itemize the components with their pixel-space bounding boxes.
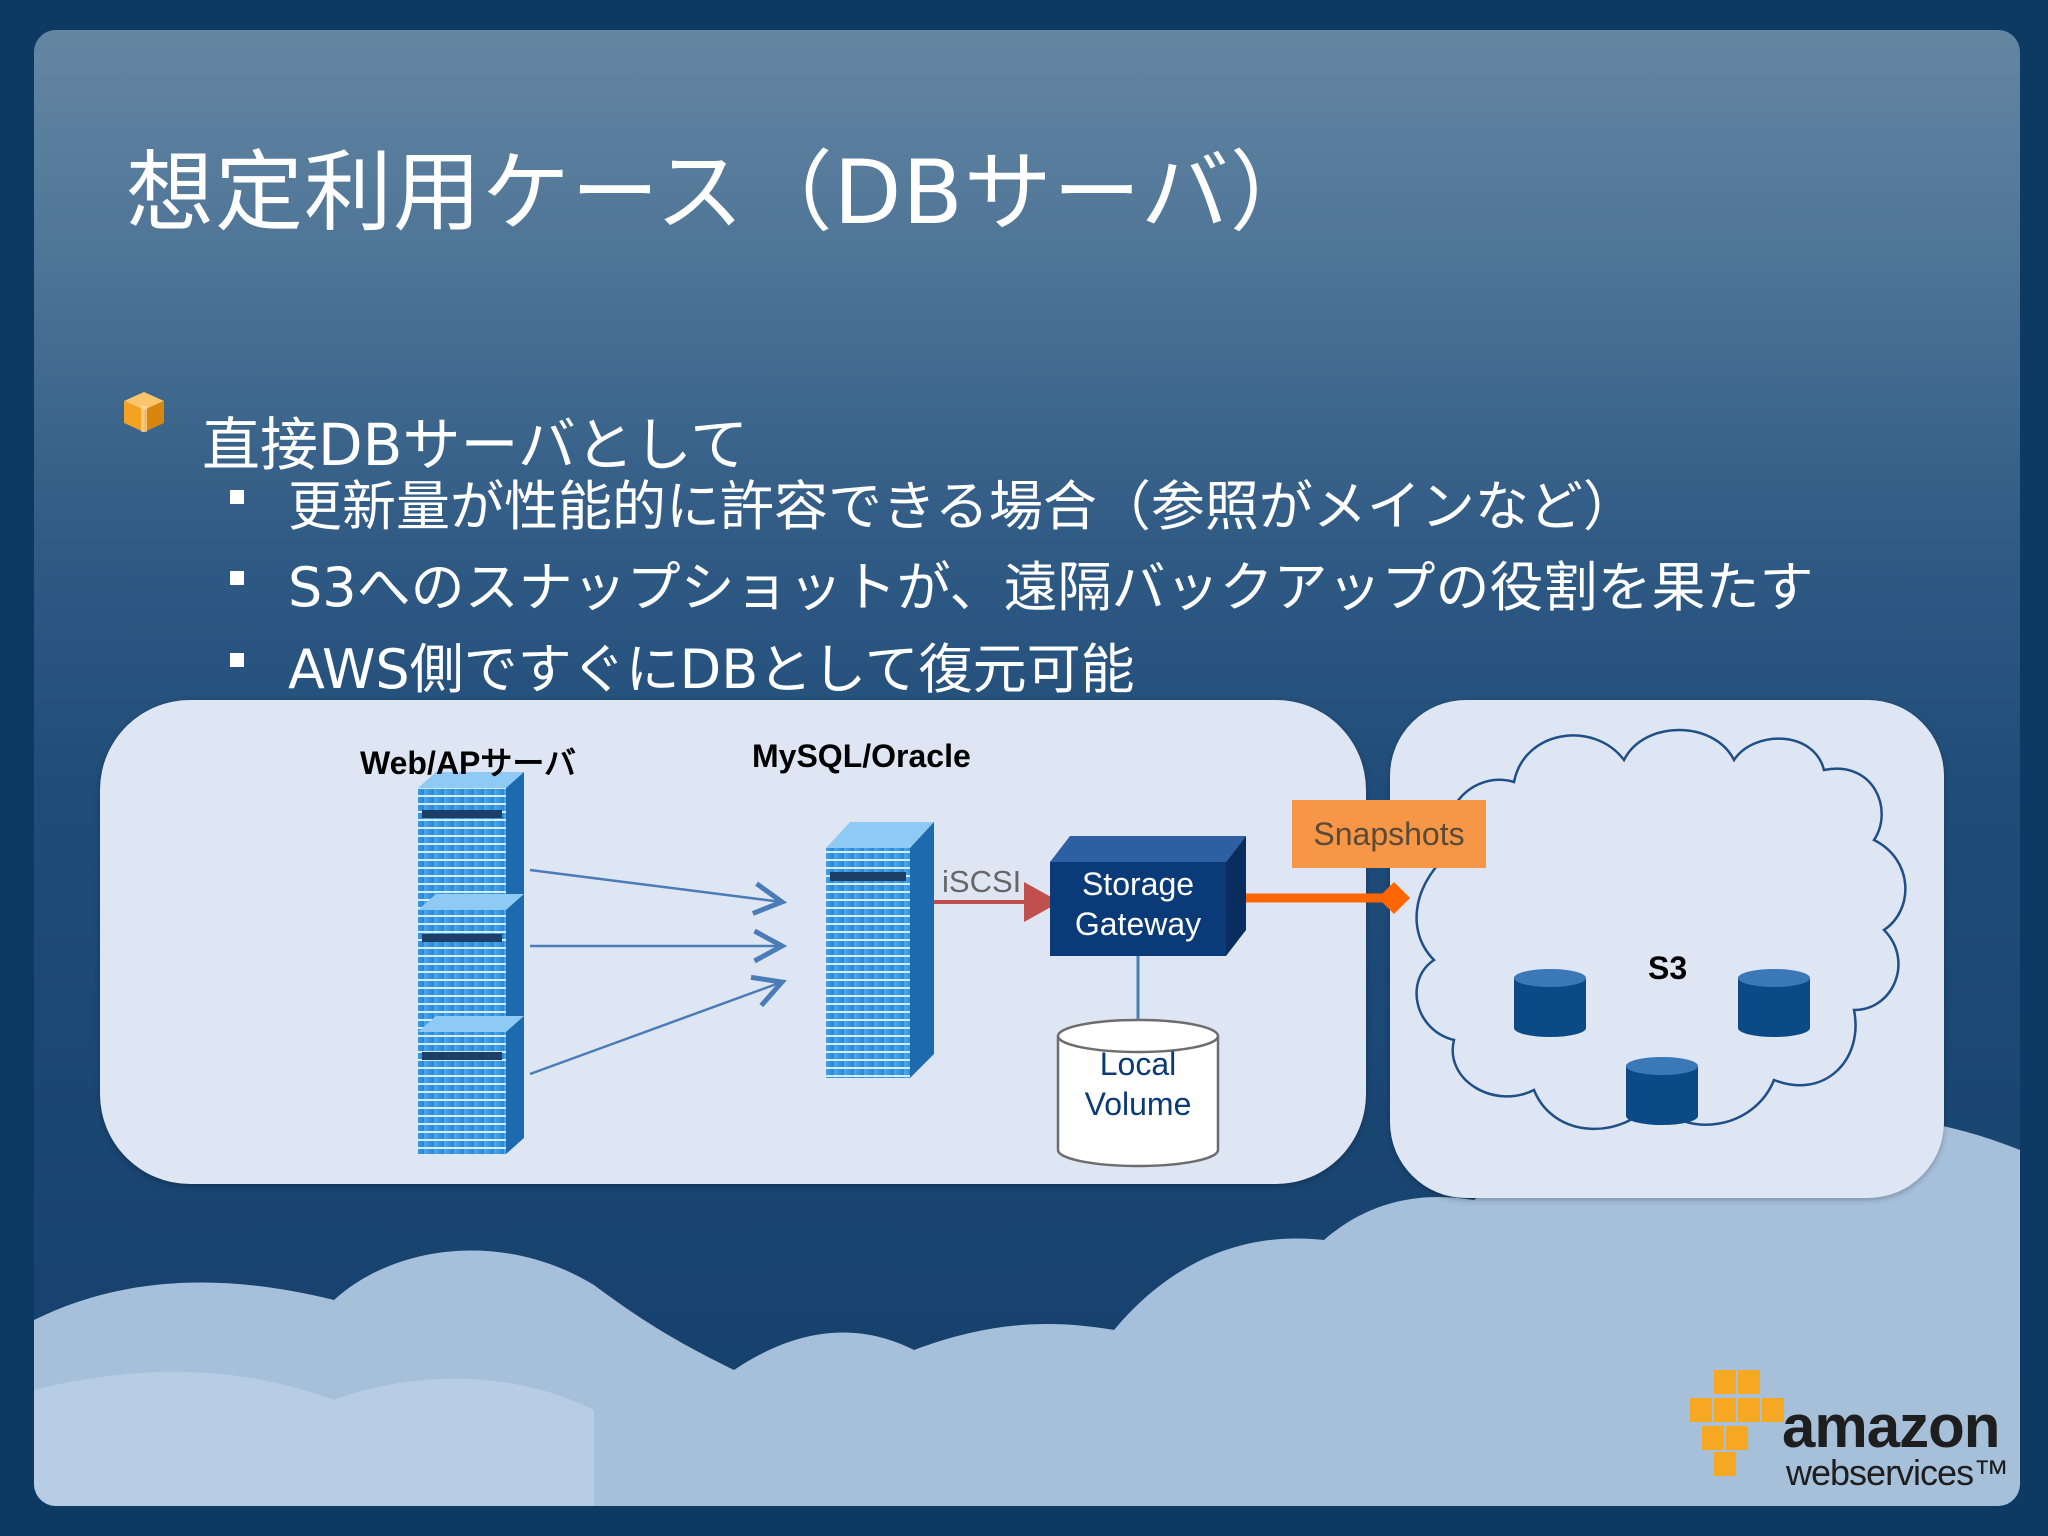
web-server-1 <box>418 772 524 910</box>
gateway-label-line2: Gateway <box>1074 906 1202 942</box>
aws-logo-wordmark: amazon <box>1782 1393 2000 1460</box>
s3-bucket-2 <box>1738 969 1810 1037</box>
db-server <box>826 822 934 1078</box>
volume-label-line2: Volume <box>1084 1086 1192 1122</box>
sub-bullet-dot <box>230 490 244 504</box>
web-server-3 <box>418 1016 524 1154</box>
sub-bullet-dot <box>230 571 244 585</box>
background-clouds <box>34 1117 2020 1506</box>
s3-bucket-3 <box>1626 1057 1698 1125</box>
web-to-db-arrow-1 <box>529 868 782 902</box>
storage-gateway-box <box>1050 836 1246 956</box>
web-server-2 <box>418 894 524 1032</box>
slide-title: 想定利用ケース（DBサーバ） <box>126 141 1319 244</box>
local-volume-cylinder <box>1056 1018 1220 1168</box>
bullet-main: 直接DBサーバとして <box>202 411 749 479</box>
aws-logo-cubes <box>1690 1370 1784 1476</box>
aws-logo-subtext: webservices™ <box>1786 1452 2009 1493</box>
web-to-db-arrow-3 <box>529 982 782 1076</box>
diagram-graphics <box>418 728 1907 1476</box>
iscsi-label: iSCSI <box>942 864 1022 899</box>
snapshots-label-box: Snapshots <box>1292 800 1486 868</box>
sub-bullet-dot <box>230 653 244 667</box>
aws-cube-bullet-icon <box>124 392 164 432</box>
slide: 想定利用ケース（DBサーバ） 直接DBサーバとして 更新量が性能的に許容できる場… <box>34 30 2020 1506</box>
s3-label: S3 <box>1648 950 1688 986</box>
sub-bullet-1: 更新量が性能的に許容できる場合（参照がメインなど） <box>288 475 1637 538</box>
web-ap-server-label: Web/APサーバ <box>360 745 576 781</box>
volume-label-line1: Local <box>1099 1046 1177 1082</box>
s3-bucket-1 <box>1514 969 1586 1037</box>
sub-bullet-2: S3へのスナップショットが、遠隔バックアップの役割を果たす <box>288 556 1814 619</box>
sub-bullet-3: AWS側ですぐにDBとして復元可能 <box>288 638 1135 701</box>
db-server-label: MySQL/Oracle <box>752 738 971 774</box>
gateway-label-line1: Storage <box>1081 866 1195 902</box>
